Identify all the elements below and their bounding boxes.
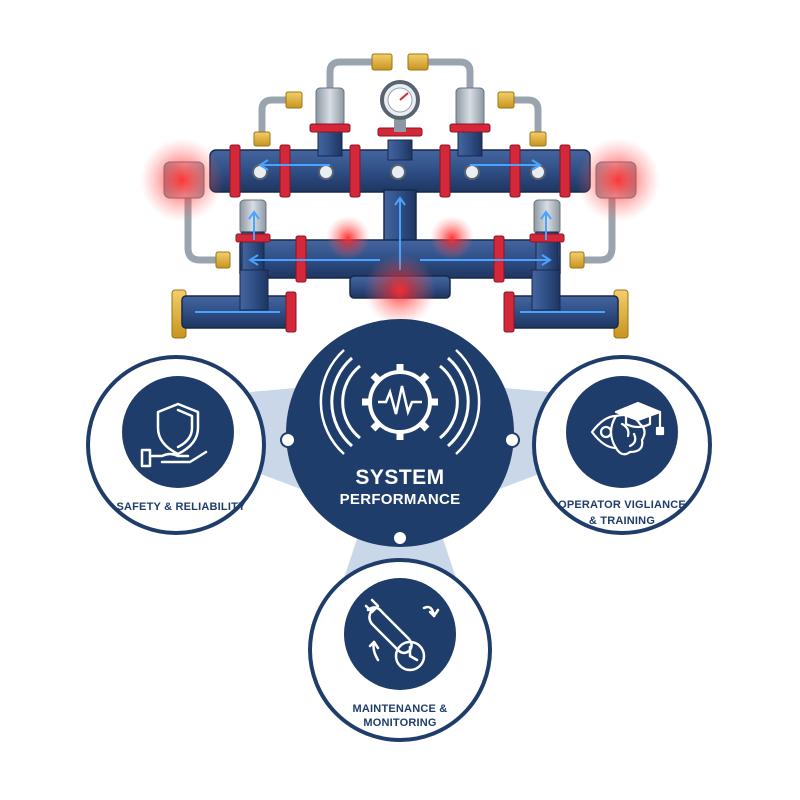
pillar-maintenance-label-line1: MAINTENANCE & <box>353 703 448 715</box>
gear-waveform-icon <box>319 349 481 455</box>
hub-bottom-node <box>392 530 408 546</box>
pressure-gauge-icon <box>380 80 420 132</box>
pillar-maintenance-monitoring: MAINTENANCE & MONITORING <box>308 558 492 742</box>
hub-right-node <box>504 432 520 448</box>
alert-lower-right <box>430 216 474 260</box>
bypass-loops <box>184 58 616 264</box>
leak-alerts <box>140 138 660 326</box>
shield-hand-icon <box>140 402 208 468</box>
system-performance-hub: SYSTEM PERFORMANCE <box>280 319 520 547</box>
pillar-safety-label: SAFETY & RELIABILITY <box>116 501 246 513</box>
hub-title: SYSTEM <box>355 466 444 489</box>
eye-brain-graduation-cap-icon <box>590 401 665 456</box>
wrench-clock-icon <box>364 598 440 672</box>
hub-subtitle: PERFORMANCE <box>340 491 461 508</box>
pillar-operator-label-line1: OPERATOR VIGLIANCE <box>558 499 686 511</box>
hub-left-node <box>280 432 296 448</box>
pillar-maintenance-label-line2: MONITORING <box>363 717 436 729</box>
alert-left <box>140 138 224 222</box>
alert-lower-left <box>326 216 370 260</box>
alert-bottom-center <box>364 254 436 326</box>
pillar-operator-training: OPERATOR VIGLIANCE & TRAINING <box>532 355 712 535</box>
pillar-safety-reliability: SAFETY & RELIABILITY <box>86 355 266 535</box>
alert-right <box>576 138 660 222</box>
pillar-operator-label-line2: & TRAINING <box>589 515 655 527</box>
flow-arrows <box>195 159 605 313</box>
pipe-assembly <box>140 53 660 339</box>
